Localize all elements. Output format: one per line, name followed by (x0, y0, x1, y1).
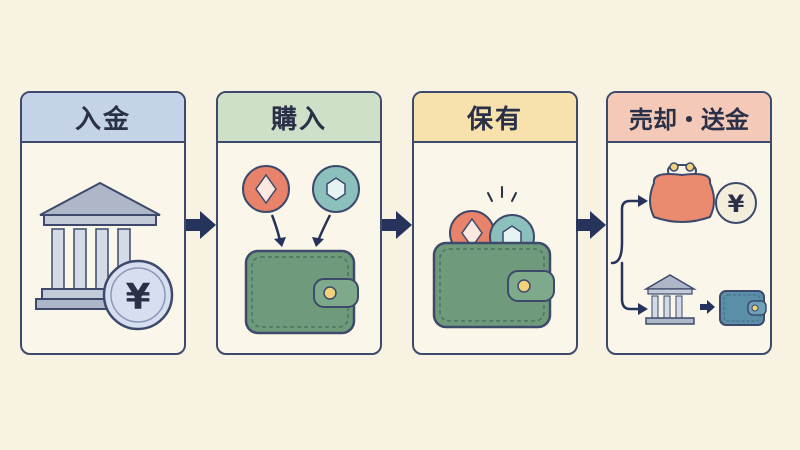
arrow-right-icon (186, 211, 216, 239)
step-title-purchase: 購入 (270, 104, 327, 135)
step-body-hold (414, 143, 576, 353)
step-card-purchase: 購入 (216, 91, 382, 355)
bank-icon (643, 274, 697, 325)
arrow-down-right-icon (316, 214, 332, 242)
yen-coin-icon: ¥ (102, 259, 174, 331)
arrow-right-icon (700, 300, 715, 314)
step-title-deposit: 入金 (74, 104, 131, 135)
yen-symbol: ¥ (125, 277, 150, 318)
yen-symbol: ¥ (728, 190, 745, 218)
arrow-right-icon (576, 211, 606, 239)
step-card-sell-send: 売却・送金 (606, 91, 772, 355)
green-wallet-icon (244, 249, 359, 335)
step-header-purchase: 購入 (218, 93, 380, 143)
red-crypto-coin-icon (242, 165, 290, 213)
step-body-sell-send: ¥ (608, 143, 770, 353)
step-body-purchase (218, 143, 380, 353)
coin-purse-icon (649, 162, 715, 223)
arrow-right-icon (382, 211, 412, 239)
bank-with-yen-coin-icon: ¥ (35, 181, 174, 331)
branch-arrow-icon (610, 199, 640, 311)
yen-coin-icon: ¥ (715, 182, 757, 224)
step-body-deposit: ¥ (22, 143, 184, 353)
step-header-deposit: 入金 (22, 93, 184, 143)
step-header-hold: 保有 (414, 93, 576, 143)
sparkle-icon (487, 186, 517, 202)
arrow-down-left-icon (270, 214, 282, 242)
teal-crypto-coin-icon (312, 165, 360, 213)
blue-wallet-icon (719, 290, 767, 326)
step-header-sell-send: 売却・送金 (608, 93, 770, 143)
step-card-deposit: 入金 ¥ (20, 91, 186, 355)
coin-purse-and-bank-transfer-icon: ¥ (610, 162, 767, 326)
step-title-hold: 保有 (466, 104, 523, 135)
green-wallet-icon (432, 241, 555, 329)
step-title-sell-send: 売却・送金 (629, 105, 749, 134)
coins-into-wallet-icon (242, 165, 360, 335)
step-card-hold: 保有 (412, 91, 578, 355)
wallet-holding-coins-icon (432, 186, 555, 329)
